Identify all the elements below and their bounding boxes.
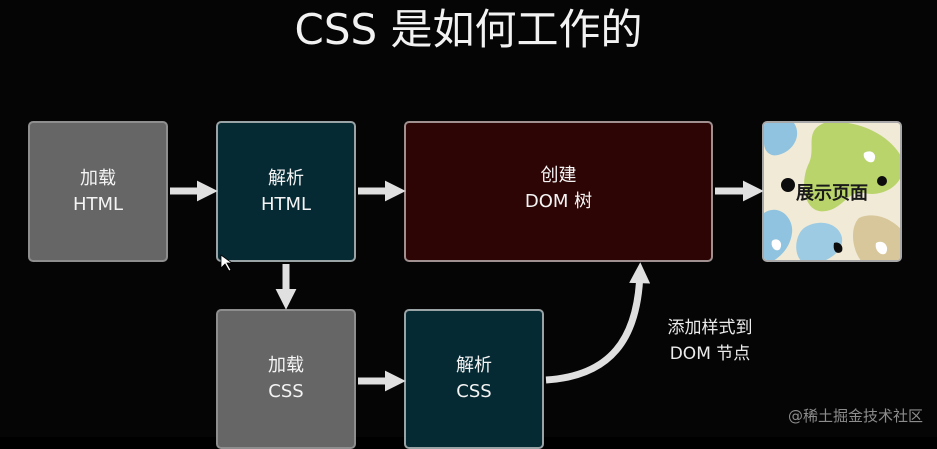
annotation-line1: 添加样式到 — [667, 318, 753, 338]
load-html-label-line1: 加载 — [80, 167, 116, 189]
load-css-label-line1: 加载 — [268, 355, 304, 376]
parse-css-label-line1: 解析 — [456, 355, 492, 376]
parse-css-label-line2: CSS — [456, 381, 492, 402]
parse-html-label-line2: HTML — [260, 193, 312, 215]
create-dom-label-line1: 创建 — [540, 165, 577, 186]
load-html-label-line2: HTML — [72, 193, 124, 215]
slide: CSS 是如何工作的 加载 HTML 解析 HTML 创建 DOM 树 展示页面… — [28, 5, 923, 449]
parse-html-label-line1: 解析 — [268, 167, 304, 189]
load-css-box: 加载 CSS — [216, 309, 356, 449]
page-title: CSS 是如何工作的 — [294, 5, 643, 54]
display-page-label: 展示页面 — [796, 182, 868, 204]
flow-arrows — [170, 180, 764, 392]
annotation-line2: DOM 节点 — [669, 344, 751, 364]
parse-html-box: 解析 HTML — [216, 121, 356, 262]
arrow-parse-css-to-dom — [545, 262, 651, 384]
load-css-label-line2: CSS — [268, 381, 304, 402]
watermark: @稀土掘金技术社区 — [787, 407, 923, 425]
create-dom-label-line2: DOM 树 — [524, 191, 593, 212]
add-styles-annotation: 添加样式到 DOM 节点 — [640, 315, 780, 367]
load-html-box: 加载 HTML — [28, 121, 168, 262]
create-dom-box: 创建 DOM 树 — [404, 121, 713, 262]
mouse-cursor-icon — [220, 254, 234, 272]
display-page-box: 展示页面 — [762, 121, 902, 262]
page-pattern-image — [764, 123, 900, 260]
